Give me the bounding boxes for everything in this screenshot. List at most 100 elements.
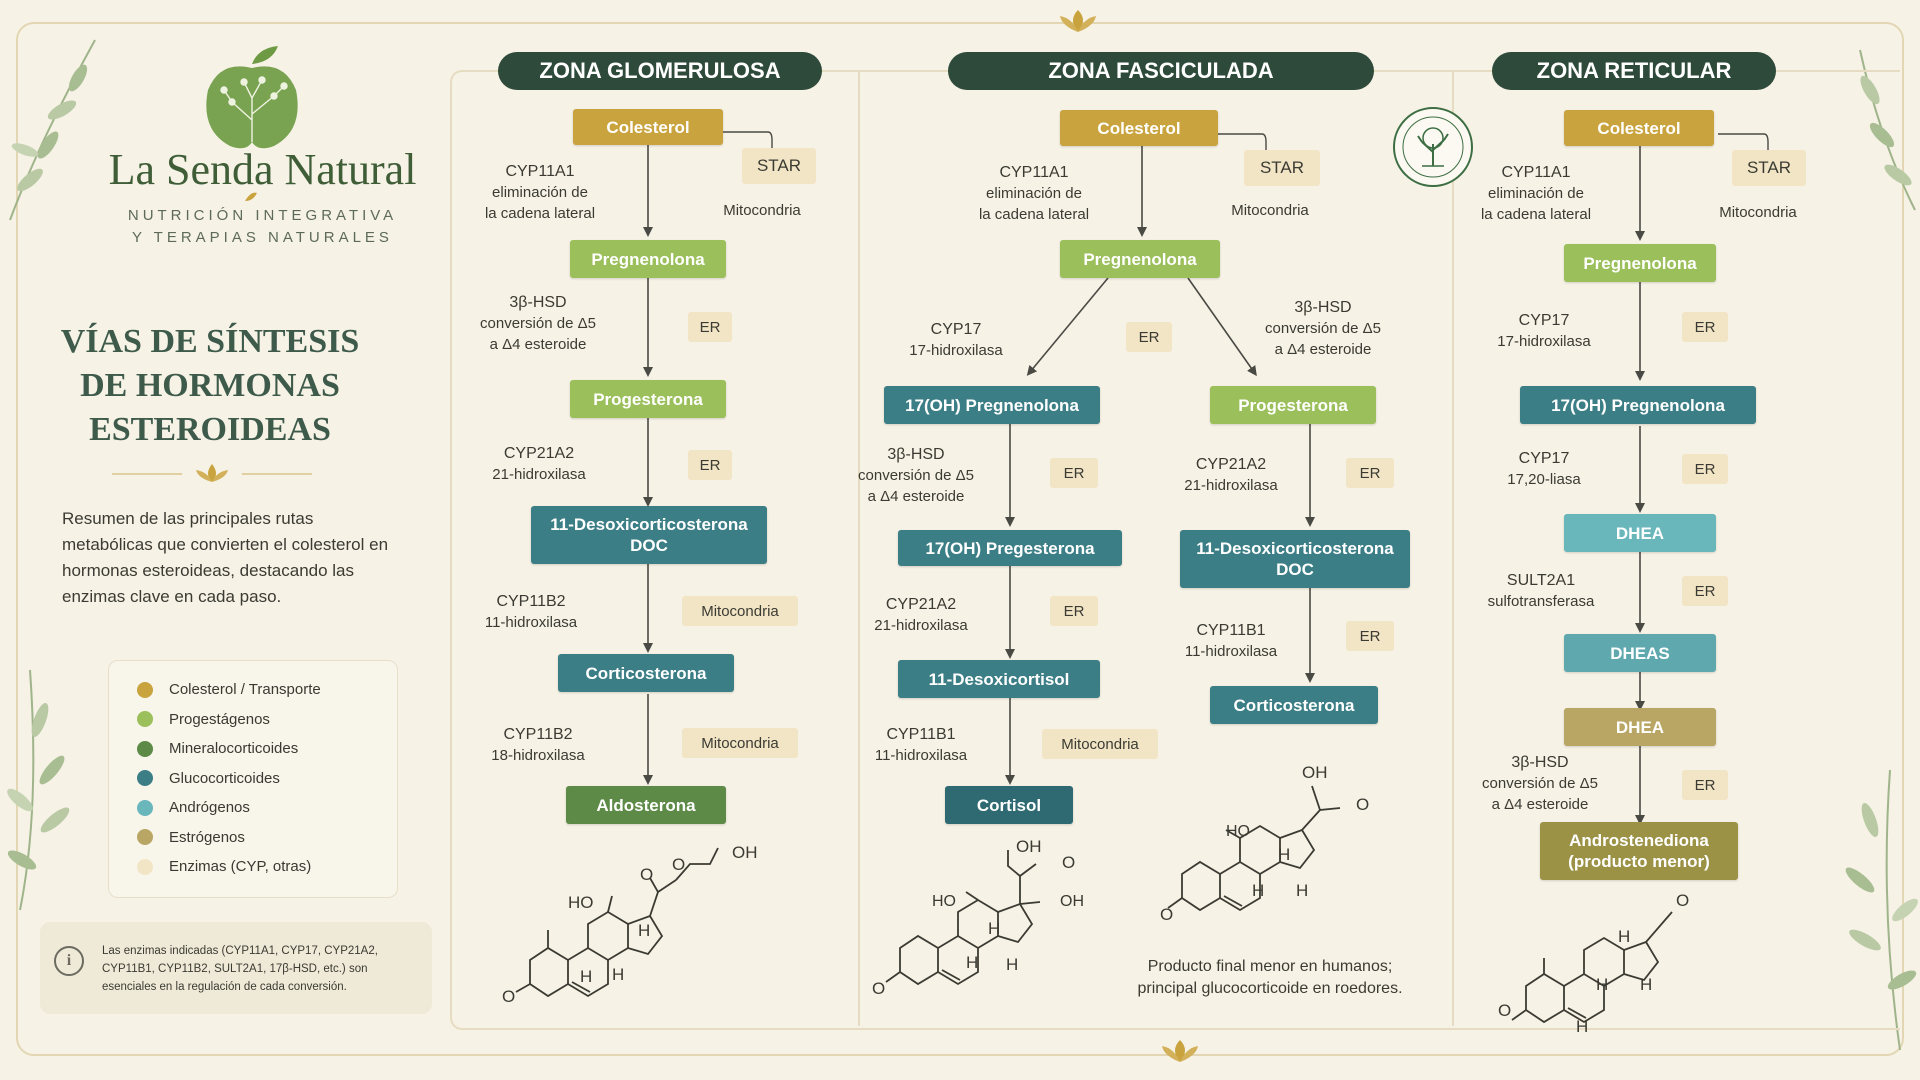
legend-item: Andrógenos (109, 793, 397, 823)
enzyme-name: 3β-HSD (509, 294, 567, 311)
legend-swatch (137, 799, 153, 816)
brand-subtitle-line2: Y TERAPIAS NATURALES (132, 229, 393, 246)
enzyme-desc: a Δ4 esteroide (1491, 796, 1589, 813)
enzyme-label: CYP11B2 11-hidroxilasa (470, 591, 592, 633)
svg-text:OH: OH (732, 843, 758, 862)
17oh-pregnenolona-box: 17(OH) Pregnenolona (1520, 386, 1756, 424)
star-tag: STAR (1732, 150, 1806, 186)
legend-label: Colesterol / Transporte (169, 681, 321, 699)
leaf-decoration-icon (9, 39, 96, 221)
svg-text:OH: OH (1060, 893, 1084, 910)
enzyme-desc: a Δ4 esteroide (489, 336, 587, 353)
enzyme-desc: 11-hidroxilasa (874, 747, 968, 764)
lotus-ornament-icon (1162, 1040, 1198, 1062)
svg-text:O: O (640, 865, 653, 884)
enzyme-name: SULT2A1 (1506, 572, 1576, 589)
column-divider (858, 72, 860, 1026)
lotus-ornament-icon (1060, 10, 1096, 32)
legend-label: Andrógenos (169, 799, 250, 817)
enzyme-desc: eliminación de (1488, 185, 1584, 202)
legend-label: Progestágenos (169, 710, 270, 728)
legend-label: Mineralocorticoides (169, 740, 299, 758)
svg-text:H: H (580, 967, 592, 986)
caption-line: Producto final menor en humanos; (1147, 958, 1393, 975)
enzyme-desc: 21-hidroxilasa (1184, 477, 1278, 494)
svg-text:H: H (988, 919, 1000, 938)
legend: Colesterol / Transporte Progestágenos Mi… (108, 660, 398, 898)
svg-text:HO: HO (932, 893, 956, 910)
er-tag: ER (688, 312, 732, 342)
zone-fasciculada-header: ZONA FASCICULADA (948, 52, 1374, 90)
page-title-line1: VÍAS DE SÍNTESIS (60, 323, 360, 360)
enzyme-desc: conversión de Δ5 (1265, 320, 1381, 337)
enzyme-desc: eliminación de (492, 184, 588, 201)
svg-text:O: O (1160, 905, 1173, 924)
cortisol-box: Cortisol (945, 786, 1073, 824)
legend-swatch (137, 858, 153, 875)
er-tag: ER (1050, 458, 1098, 488)
enzyme-name: CYP11A1 (999, 164, 1069, 181)
legend-swatch (137, 681, 153, 698)
star-location: Mitocondria (1719, 204, 1797, 221)
enzyme-desc: 11-hidroxilasa (484, 614, 578, 631)
er-tag: ER (688, 450, 732, 480)
page-title: VÍAS DE SÍNTESIS DE HORMONAS ESTEROIDEAS (40, 320, 380, 452)
svg-text:H: H (1596, 975, 1608, 994)
enzyme-desc: 21-hidroxilasa (492, 466, 586, 483)
legend-swatch (137, 740, 153, 757)
la-senda-natural-seal-icon (1393, 107, 1473, 187)
enzyme-desc: 17,20-liasa (1507, 471, 1581, 488)
enzyme-desc: conversión de Δ5 (858, 467, 974, 484)
svg-text:O: O (872, 979, 885, 998)
androstenediona-label: Androstenediona (1569, 831, 1709, 850)
er-tag: ER (1682, 454, 1728, 484)
legend-item: Mineralocorticoides (109, 734, 397, 764)
legend-item: Progestágenos (109, 705, 397, 735)
svg-text:HO: HO (1226, 823, 1250, 840)
enzyme-desc: la cadena lateral (1480, 206, 1592, 223)
enzyme-name: CYP11A1 (1501, 164, 1571, 181)
page-frame (16, 22, 1904, 1056)
enzyme-label: CYP21A2 21-hidroxilasa (478, 443, 600, 485)
androstenediona-structure-icon: O O H H H H (1498, 891, 1689, 1034)
enzyme-desc: eliminación de (986, 185, 1082, 202)
er-tag: ER (1682, 312, 1728, 342)
legend-label: Enzimas (CYP, otras) (169, 858, 312, 876)
pregnenolona-box: Pregnenolona (1060, 240, 1220, 278)
dheas-box: DHEAS (1564, 634, 1716, 672)
svg-text:H: H (1252, 881, 1264, 900)
legend-swatch (137, 829, 153, 846)
androstenediona-box: Androstenediona(producto menor) (1540, 822, 1738, 880)
svg-text:H: H (638, 921, 650, 940)
er-tag: ER (1682, 576, 1728, 606)
enzyme-desc: 18-hidroxilasa (491, 747, 585, 764)
er-tag: ER (1050, 596, 1098, 626)
aldosterona-structure-icon: OH O O HO O H H H (502, 843, 758, 1006)
doc-abbr: DOC (1276, 560, 1314, 579)
enzyme-label: CYP11A1 eliminación de la cadena lateral (964, 162, 1104, 225)
apple-tree-logo-icon (206, 46, 298, 149)
colesterol-box: Colesterol (573, 109, 723, 145)
brand-subtitle-line1: NUTRICIÓN INTEGRATIVA (127, 207, 398, 224)
enzyme-name: 3β-HSD (1511, 754, 1569, 771)
doc-label: 11-Desoxicorticosterona (550, 515, 748, 534)
er-tag: ER (1346, 621, 1394, 651)
enzyme-name: 3β-HSD (887, 446, 945, 463)
enzyme-name: CYP17 (930, 321, 982, 338)
title-divider-icon (112, 464, 312, 482)
legend-swatch (137, 711, 153, 728)
enzyme-label: CYP11B1 11-hidroxilasa (860, 724, 982, 766)
enzyme-name: CYP21A2 (503, 445, 575, 462)
svg-text:O: O (502, 987, 515, 1006)
leaf-decoration-icon (1845, 769, 1918, 1051)
enzyme-name: CYP11B2 (503, 726, 573, 743)
pregnenolona-box: Pregnenolona (570, 240, 726, 278)
column-divider (1452, 72, 1454, 1026)
17oh-pregnenolona-box: 17(OH) Pregnenolona (884, 386, 1100, 424)
enzyme-name: CYP11B1 (1196, 622, 1266, 639)
star-tag: STAR (742, 148, 816, 184)
svg-text:O: O (1676, 891, 1689, 910)
mitocondria-tag: Mitocondria (682, 596, 798, 626)
star-tag: STAR (1244, 150, 1320, 186)
enzyme-label: CYP11B1 11-hidroxilasa (1170, 620, 1292, 662)
